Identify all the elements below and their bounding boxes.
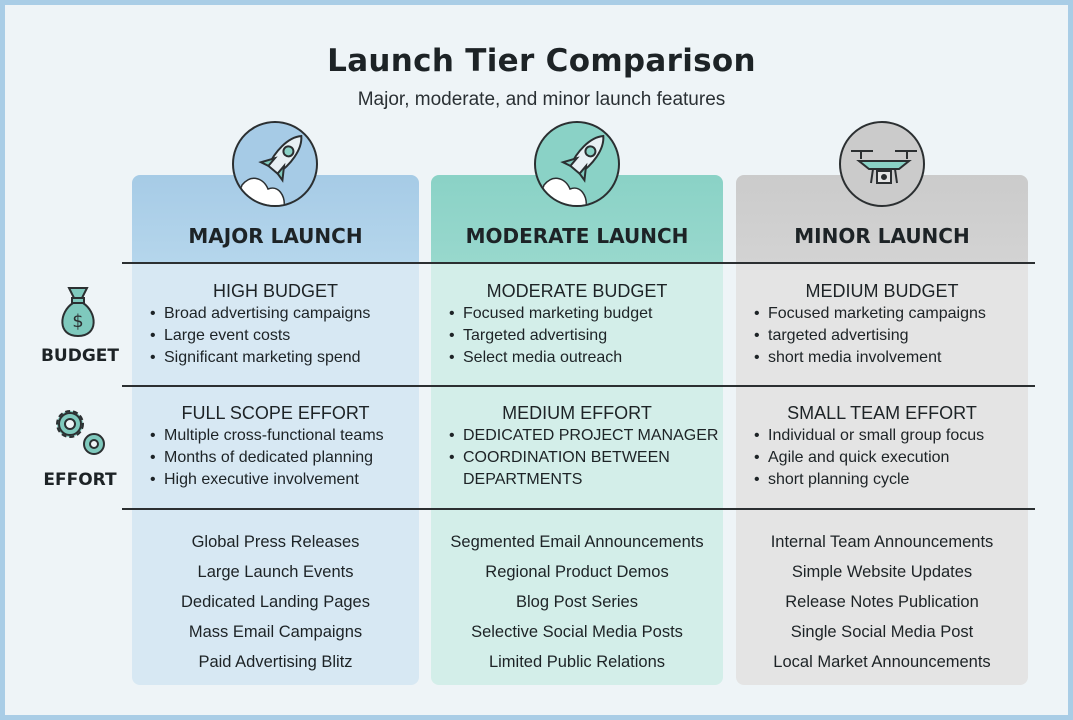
channel-item: Selective Social Media Posts — [471, 623, 683, 641]
page-title: Launch Tier Comparison — [327, 43, 756, 79]
money-bag-icon: $ — [61, 287, 95, 338]
budget-bullet: Select media outreach — [449, 347, 723, 369]
budget-section: MEDIUM BUDGET Focused marketing campaign… — [736, 279, 1028, 369]
budget-heading: HIGH BUDGET — [212, 281, 338, 301]
effort-bullet: short planning cycle — [754, 469, 1028, 491]
effort-heading: FULL SCOPE EFFORT — [181, 403, 370, 423]
budget-bullet: Targeted advertising — [449, 325, 723, 347]
effort-bullet: High executive involvement — [150, 469, 419, 491]
channel-item: Segmented Email Announcements — [450, 533, 704, 551]
tier-name: MODERATE LAUNCH — [465, 224, 689, 248]
budget-section: MODERATE BUDGET Focused marketing budget… — [431, 279, 723, 369]
effort-bullet: Months of dedicated planning — [150, 447, 419, 469]
rocket-icon — [232, 121, 318, 207]
channel-item: Local Market Announcements — [773, 653, 991, 671]
budget-bullet: Significant marketing spend — [150, 347, 419, 369]
channel-item: Paid Advertising Blitz — [198, 653, 353, 671]
budget-bullet: Broad advertising campaigns — [150, 303, 419, 325]
budget-bullet: Focused marketing campaigns — [754, 303, 1028, 325]
channel-item: Internal Team Announcements — [770, 533, 994, 551]
divider — [122, 508, 1035, 510]
channel-item: Large Launch Events — [197, 563, 354, 581]
channel-item: Blog Post Series — [516, 593, 638, 611]
effort-bullet: Agile and quick execution — [754, 447, 1028, 469]
budget-bullet: targeted advertising — [754, 325, 1028, 347]
rocket-icon — [534, 121, 620, 207]
budget-bullet: short media involvement — [754, 347, 1028, 369]
tier-column-moderate: MODERATE LAUNCH MODERATE BUDGET Focused … — [431, 175, 723, 685]
divider — [122, 385, 1035, 387]
effort-section: SMALL TEAM EFFORT Individual or small gr… — [736, 401, 1028, 491]
channel-item: Regional Product Demos — [485, 563, 669, 581]
tier-column-major: MAJOR LAUNCH HIGH BUDGET Broad advertisi… — [132, 175, 419, 685]
svg-text:$: $ — [72, 311, 83, 332]
budget-section: HIGH BUDGET Broad advertising campaignsL… — [132, 279, 419, 369]
channel-item: Dedicated Landing Pages — [181, 593, 370, 611]
channel-item: Global Press Releases — [191, 533, 360, 551]
effort-bullet: DEDICATED PROJECT MANAGER — [449, 425, 723, 447]
channel-item: Limited Public Relations — [488, 653, 666, 671]
effort-heading: SMALL TEAM EFFORT — [787, 403, 977, 423]
budget-heading: MODERATE BUDGET — [486, 281, 668, 301]
effort-section: FULL SCOPE EFFORT Multiple cross-functio… — [132, 401, 419, 491]
channel-item: Release Notes Publication — [785, 593, 979, 611]
row-label-budget: BUDGET — [40, 346, 120, 366]
drone-icon — [839, 121, 925, 207]
tier-name: MAJOR LAUNCH — [188, 224, 363, 248]
tier-column-minor: MINOR LAUNCH MEDIUM BUDGET Focused marke… — [736, 175, 1028, 685]
channel-item: Simple Website Updates — [791, 563, 973, 581]
gears-icon — [56, 410, 105, 455]
effort-heading: MEDIUM EFFORT — [502, 403, 652, 423]
page-subtitle: Major, moderate, and minor launch featur… — [357, 89, 726, 110]
channel-item: Mass Email Campaigns — [188, 623, 363, 641]
effort-bullet: Individual or small group focus — [754, 425, 1028, 447]
divider — [122, 262, 1035, 264]
channel-item: Single Social Media Post — [790, 623, 974, 641]
row-label-effort: EFFORT — [43, 470, 117, 490]
budget-bullet: Large event costs — [150, 325, 419, 347]
effort-bullet: Multiple cross-functional teams — [150, 425, 419, 447]
budget-bullet: Focused marketing budget — [449, 303, 723, 325]
tier-name: MINOR LAUNCH — [794, 224, 970, 248]
budget-heading: MEDIUM BUDGET — [805, 281, 959, 301]
effort-section: MEDIUM EFFORT DEDICATED PROJECT MANAGERC… — [431, 401, 723, 491]
effort-bullet: COORDINATION BETWEEN DEPARTMENTS — [449, 447, 723, 491]
